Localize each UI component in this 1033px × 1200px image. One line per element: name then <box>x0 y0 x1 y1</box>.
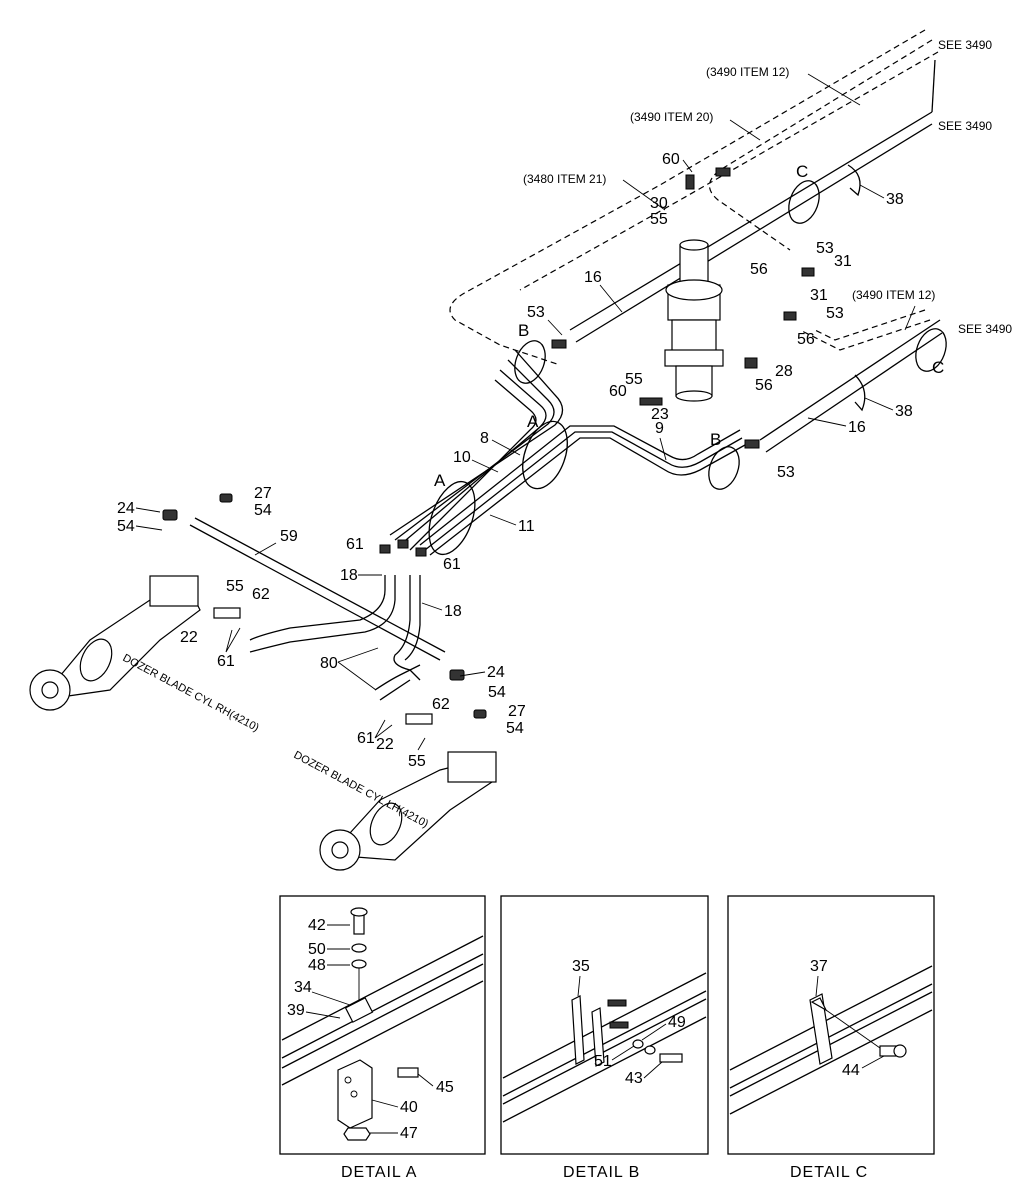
callout-28: 28 <box>775 363 793 380</box>
callout-60: 60 <box>609 383 627 400</box>
callout-47: 47 <box>400 1125 418 1142</box>
callout-9: 9 <box>655 420 664 437</box>
detail-b-panel: 35 49 51 43 <box>500 895 709 1155</box>
callout-30: 30 <box>650 195 668 212</box>
ref-3490-item-12-right: (3490 ITEM 12) <box>852 288 935 302</box>
callouts: 60 30 55 38 53 31 56 16 53 31 53 56 28 5… <box>117 151 913 770</box>
detail-c-caption: DETAIL C <box>790 1164 868 1181</box>
callout-16: 16 <box>584 269 602 286</box>
callout-10: 10 <box>453 449 471 466</box>
callout-61: 61 <box>346 536 364 553</box>
ref-3480-item-21: (3480 ITEM 21) <box>523 172 606 186</box>
callout-48: 48 <box>308 957 326 974</box>
callout-50: 50 <box>308 941 326 958</box>
detail-b-caption: DETAIL B <box>563 1164 640 1181</box>
clamp-38 <box>847 164 866 412</box>
section-c-top: C <box>796 162 808 181</box>
dozer-blade-cyl-rh <box>29 575 201 711</box>
section-a-left: A <box>434 471 446 490</box>
reference-dashed-lines <box>449 29 939 366</box>
callout-51: 51 <box>594 1053 612 1070</box>
callout-40: 40 <box>400 1099 418 1116</box>
callout-62: 62 <box>252 586 270 603</box>
see-3490-top: SEE 3490 <box>938 38 992 52</box>
hose-59 <box>189 517 446 661</box>
callout-37: 37 <box>810 958 828 975</box>
callout-27: 27 <box>254 485 272 502</box>
callout-22: 22 <box>376 736 394 753</box>
callout-42: 42 <box>308 917 326 934</box>
callout-55: 55 <box>408 753 426 770</box>
callout-61: 61 <box>443 556 461 573</box>
callout-35: 35 <box>572 958 590 975</box>
callout-22: 22 <box>180 629 198 646</box>
callout-53: 53 <box>527 304 545 321</box>
label-dozer-rh: DOZER BLADE CYL RH(4210) <box>121 652 261 734</box>
section-circles <box>428 180 947 556</box>
callout-49: 49 <box>668 1014 686 1031</box>
callout-34: 34 <box>294 979 312 996</box>
callout-54: 54 <box>117 518 135 535</box>
callout-56: 56 <box>755 377 773 394</box>
callout-59: 59 <box>280 528 298 545</box>
callout-56: 56 <box>750 261 768 278</box>
see-3490-middle: SEE 3490 <box>938 119 992 133</box>
ref-3490-item-12-top: (3490 ITEM 12) <box>706 65 789 79</box>
callout-55: 55 <box>650 211 668 228</box>
callout-54: 54 <box>254 502 272 519</box>
callout-43: 43 <box>625 1070 643 1087</box>
callout-11: 11 <box>518 518 535 535</box>
callout-62: 62 <box>432 696 450 713</box>
callout-61: 61 <box>217 653 235 670</box>
callout-24: 24 <box>487 664 505 681</box>
callout-38: 38 <box>895 403 913 420</box>
detail-c-panel: 37 44 <box>727 895 935 1155</box>
callout-60: 60 <box>662 151 680 168</box>
detail-a-panel: 42 50 48 34 39 45 40 47 <box>279 895 486 1155</box>
callout-53: 53 <box>826 305 844 322</box>
detail-a-caption: DETAIL A <box>341 1164 417 1181</box>
upper-pipes <box>569 59 943 453</box>
section-b-left: B <box>518 321 529 340</box>
section-a-right: A <box>527 412 539 431</box>
callout-44: 44 <box>842 1062 860 1079</box>
callout-54: 54 <box>488 684 506 701</box>
main-hose-bundle <box>389 349 746 556</box>
callout-27: 27 <box>508 703 526 720</box>
callout-8: 8 <box>480 430 489 447</box>
callout-31: 31 <box>834 253 852 270</box>
swivel-joint <box>664 239 724 402</box>
ref-3490-item-20: (3490 ITEM 20) <box>630 110 713 124</box>
callout-39: 39 <box>287 1002 305 1019</box>
callout-55: 55 <box>226 578 244 595</box>
callout-23: 23 <box>651 406 669 423</box>
dozer-blade-cyl-lh <box>319 751 497 871</box>
callout-54: 54 <box>506 720 524 737</box>
callout-80: 80 <box>320 655 338 672</box>
callout-18: 18 <box>340 567 358 584</box>
callout-53: 53 <box>777 464 795 481</box>
callout-61: 61 <box>357 730 375 747</box>
see-3490-right: SEE 3490 <box>958 322 1012 336</box>
callout-45: 45 <box>436 1079 454 1096</box>
callout-53: 53 <box>816 240 834 257</box>
callout-31: 31 <box>810 287 828 304</box>
callout-55: 55 <box>625 371 643 388</box>
fittings <box>162 167 815 725</box>
callout-56: 56 <box>797 331 815 348</box>
callout-18: 18 <box>444 603 462 620</box>
callout-24: 24 <box>117 500 135 517</box>
section-c-right: C <box>932 358 944 377</box>
callout-38: 38 <box>886 191 904 208</box>
callout-16: 16 <box>848 419 866 436</box>
lower-hoses <box>249 575 421 701</box>
section-b-right: B <box>710 430 721 449</box>
